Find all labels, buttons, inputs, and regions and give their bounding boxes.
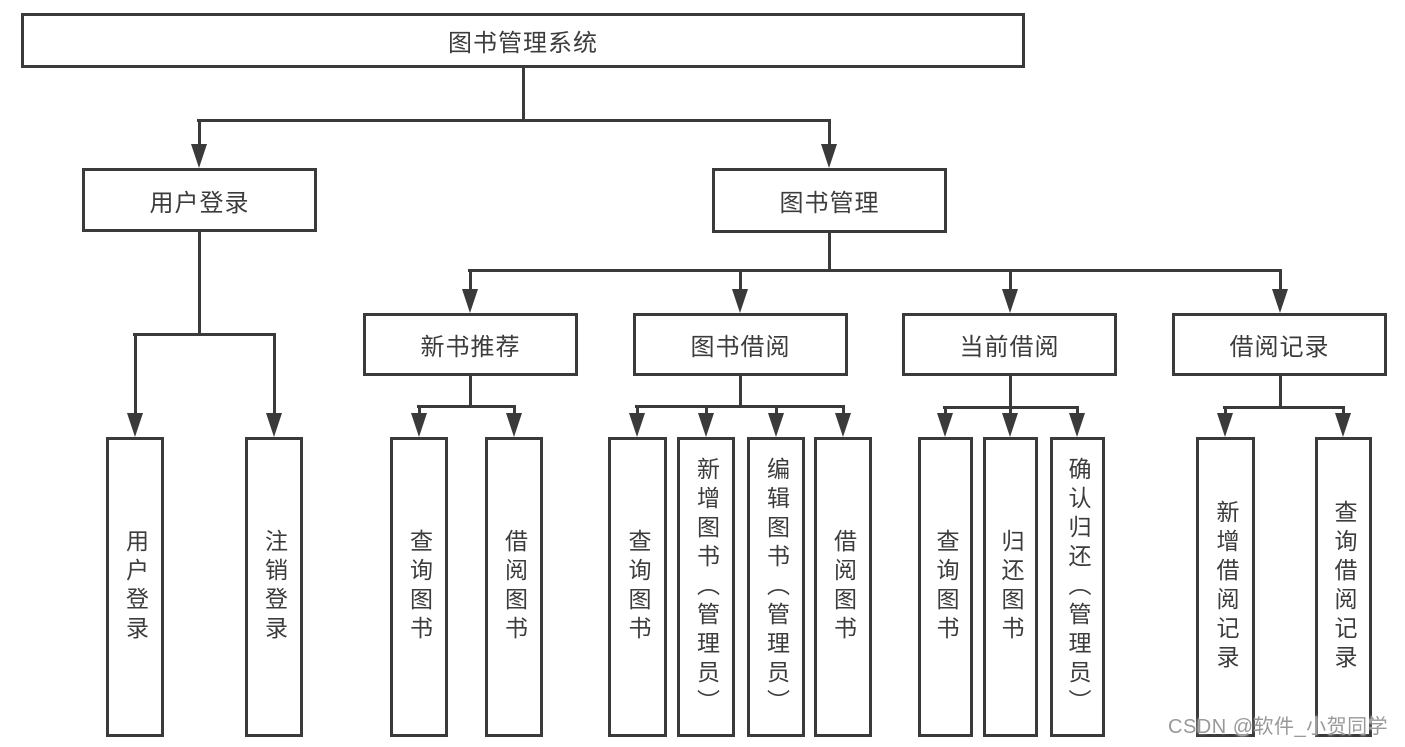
edge-book-borrow-stem	[739, 376, 742, 408]
edge-to-bb-borrow	[842, 405, 845, 415]
arrowhead-rec-query	[411, 413, 427, 437]
edge-book-borrow-bar	[635, 405, 845, 408]
edge-book-mgmt-stem	[828, 232, 831, 272]
arrowhead-bb-query	[629, 413, 645, 437]
edge-book-mgmt-bar	[468, 269, 1282, 272]
leaf-cb-return-book: 归还图书	[983, 437, 1038, 737]
edge-root-stem	[522, 68, 525, 122]
edge-to-rec-borrow	[513, 405, 516, 415]
edge-to-rec-query	[418, 405, 421, 415]
edge-to-cb-confirm	[1076, 406, 1079, 415]
edge-to-leaf-logout	[273, 333, 276, 415]
node-root: 图书管理系统	[21, 13, 1025, 68]
arrowhead-rec-borrow	[506, 413, 522, 437]
edge-root-bar	[197, 119, 831, 122]
leaf-bb-borrow-book: 借阅图书	[814, 437, 872, 737]
leaf-user-login: 用户登录	[106, 437, 164, 737]
edge-to-borrow-record	[1279, 269, 1282, 291]
arrowhead-user-login	[191, 144, 207, 168]
arrowhead-br-query	[1335, 413, 1351, 437]
node-current-borrow: 当前借阅	[902, 313, 1117, 376]
node-book-mgmt-module: 图书管理	[712, 168, 947, 233]
arrowhead-cb-return	[1002, 413, 1018, 437]
edge-to-br-add	[1224, 406, 1227, 415]
arrowhead-bb-add	[698, 413, 714, 437]
edge-to-current-borrow	[1009, 269, 1012, 291]
leaf-logout: 注销登录	[245, 437, 303, 737]
node-user-login-module: 用户登录	[82, 168, 317, 232]
edge-current-borrow-stem	[1009, 376, 1012, 408]
edge-to-bb-edit	[775, 405, 778, 415]
edge-to-leaf-user-login	[134, 333, 137, 415]
arrowhead-bb-borrow	[835, 413, 851, 437]
leaf-rec-borrow-book: 借阅图书	[485, 437, 543, 737]
arrowhead-cb-confirm	[1069, 413, 1085, 437]
edge-borrow-record-stem	[1279, 376, 1282, 408]
leaf-cb-confirm-return: 确认归还（管理员）	[1050, 437, 1105, 737]
edge-to-cb-query	[944, 406, 947, 415]
edge-to-cb-return	[1009, 406, 1012, 415]
edge-to-book-mgmt	[828, 119, 831, 147]
node-borrow-record: 借阅记录	[1172, 313, 1387, 376]
edge-to-new-book-rec	[469, 269, 472, 291]
leaf-cb-query-book: 查询图书	[918, 437, 973, 737]
arrowhead-cb-query	[937, 413, 953, 437]
edge-new-book-rec-bar	[417, 405, 516, 408]
leaf-br-add-record: 新增借阅记录	[1196, 437, 1255, 737]
arrowhead-leaf-logout	[266, 413, 282, 437]
arrowhead-book-mgmt	[821, 144, 837, 168]
arrowhead-bb-edit	[768, 413, 784, 437]
leaf-bb-add-book: 新增图书（管理员）	[677, 437, 735, 737]
edge-to-br-query	[1342, 406, 1345, 415]
arrowhead-new-book-rec	[462, 289, 478, 313]
arrowhead-book-borrow	[732, 289, 748, 313]
arrowhead-borrow-record	[1272, 289, 1288, 313]
leaf-bb-edit-book: 编辑图书（管理员）	[747, 437, 805, 737]
arrowhead-current-borrow	[1002, 289, 1018, 313]
node-book-borrow: 图书借阅	[633, 313, 848, 376]
csdn-watermark: CSDN @软件_小贺同学	[1168, 716, 1389, 738]
arrowhead-br-add	[1217, 413, 1233, 437]
arrowhead-leaf-user-login	[127, 413, 143, 437]
edge-user-login-stem	[198, 232, 201, 335]
edge-borrow-record-bar	[1223, 406, 1345, 409]
leaf-br-query-record: 查询借阅记录	[1315, 437, 1372, 737]
leaf-rec-query-book: 查询图书	[390, 437, 448, 737]
edge-to-book-borrow	[739, 269, 742, 291]
edge-to-bb-add	[705, 405, 708, 415]
edge-user-login-bar	[133, 333, 276, 336]
edge-new-book-rec-stem	[469, 376, 472, 408]
leaf-bb-query-book: 查询图书	[608, 437, 667, 737]
node-new-book-rec: 新书推荐	[363, 313, 578, 376]
edge-to-bb-query	[636, 405, 639, 415]
edge-to-user-login	[198, 119, 201, 147]
